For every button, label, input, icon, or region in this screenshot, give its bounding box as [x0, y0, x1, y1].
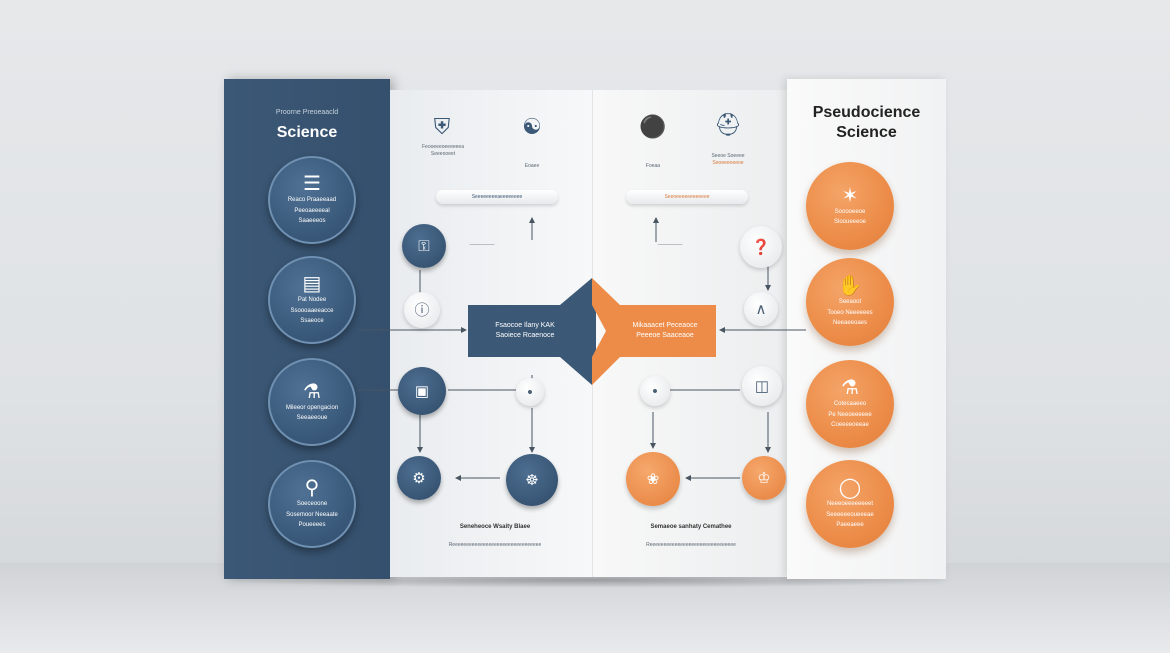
pendant-icon: ⚫	[639, 114, 667, 139]
node-box-right: ◫	[742, 366, 782, 406]
node-small-right: •	[640, 376, 670, 406]
pseudoscience-circle-2: ✋ Seeaoot Tooeo Neeeeees Neeaeeoaes	[806, 258, 894, 346]
center-left-line-1: Fsaocoe Ilany KAK	[495, 322, 555, 330]
center-fold	[592, 90, 593, 577]
pseudoscience-circle-4-label-3: Paeeaeee	[836, 522, 864, 529]
pseudoscience-circle-1-label-1: Sooooeeoe	[834, 208, 866, 215]
node-orange-globe: ❀	[626, 452, 680, 506]
node-info-right: ❓	[740, 226, 782, 268]
stethoscope-icon: ☯	[522, 114, 542, 139]
top-right-caption-line-2: Seoeeeoeeoe	[712, 159, 744, 166]
pseudoscience-title: Pseudocience	[812, 104, 921, 121]
science-circle-2-label-2: Ssoooaaeeacce	[290, 307, 334, 314]
science-circle-3-label-1: Mileeor opengacion	[285, 404, 339, 411]
pseudoscience-circle-3-label-1: Cotecaaeeo	[833, 401, 867, 408]
science-subtitle: Proorne Preoeaacld	[275, 109, 339, 116]
pseudoscience-circle-2-label-2: Tooeo Neeeeees	[827, 309, 873, 316]
science-circle-4-label-1: Soeceoone	[296, 501, 328, 508]
center-right-line-1: Mikaaacet Peceaoce	[632, 322, 698, 330]
top-right-caption: Seeoe Soeeee Seoeeeoeeoe	[692, 153, 764, 166]
pill-left: Seeeeeeeeaeeeeeeee	[436, 190, 558, 204]
ornament-icon: ❀	[646, 470, 660, 488]
center-right-line-2: Peeeoe Saaceaoe	[636, 332, 694, 339]
floor-surface	[0, 563, 1170, 653]
pseudoscience-circle-2-label-1: Seeaoot	[838, 299, 862, 306]
top-center-left-caption: Eoaee	[524, 163, 540, 169]
science-circle-2-label-1: Pat Nodee	[297, 297, 327, 304]
gear-icon: ⚙	[412, 469, 426, 487]
top-center-right-caption: Foeaa	[645, 163, 661, 169]
science-circle-1-label-2: Peeoaeeeeal	[294, 207, 330, 214]
dot-icon: •	[527, 383, 533, 401]
pill-right: Seeoeeeeeeeeeeee	[626, 190, 748, 204]
pseudoscience-title-2: Science	[836, 124, 897, 141]
box-icon: ◫	[754, 377, 770, 395]
bottom-right-caption: Reeeeeeeeeeeeeeeeeeeeeeeeeeeeeee	[646, 542, 736, 548]
science-circle-4-label-3: Poueeees	[298, 522, 326, 529]
science-circle-1-label-3: Saaeeeos	[298, 218, 326, 225]
node-database: ▣	[398, 367, 446, 415]
top-left-caption-line-1: Feooeeeoeeeeeea	[422, 144, 464, 150]
science-circle-1-label-1: Reaco Praaeeaad	[287, 197, 337, 204]
lock-icon: ⚿	[418, 237, 430, 255]
document-icon: ▤	[302, 273, 322, 296]
science-circle-4: ⚲ Soeceoone Sosemoor Neeaate Poueeees	[268, 460, 356, 548]
center-left-box: Fsaocoe Ilany KAK Saoiece Rcaenoce	[466, 305, 584, 357]
top-right-caption-line-1: Seeoe Soeeee	[711, 153, 745, 159]
node-lock: ⚿	[402, 224, 446, 268]
node-mini-right: ∧	[744, 292, 778, 326]
node-globe: ☸	[506, 454, 558, 506]
science-circle-2-label-3: Ssaeoce	[300, 318, 324, 325]
caption-b: ───────	[657, 242, 683, 248]
shield-icon: ⛨	[433, 114, 451, 139]
science-circle-1: ☰ Reaco Praaeeaad Peeoaeeeeal Saaeeeos	[268, 156, 356, 244]
pseudoscience-circle-4: ◯ Neeeoeeeeeeeet Seeeeeeoueeeae Paeeaeee	[806, 460, 894, 548]
node-orange-crown: ♔	[742, 456, 786, 500]
pseudoscience-circle-3: ⚗ Cotecaaeeo Pe Neeoeeeeee Coeeeeoeeae	[806, 360, 894, 448]
pseudoscience-circle-1-label-2: Slooueeeoe	[833, 219, 867, 225]
info-icon: ⓘ	[414, 301, 430, 319]
node-gear-cycle: ⚙	[397, 456, 441, 500]
magnifier-icon: ⚲	[304, 477, 320, 500]
center-left-line-2: Saoiece Rcaenoce	[495, 332, 555, 339]
bottom-right-title: Semaeoe sanhaty Cemathee	[650, 524, 732, 530]
lab-bottles-icon: ⚗	[303, 380, 321, 403]
database-icon: ▣	[414, 382, 430, 400]
science-circle-3-label-2: Seeaeeoue	[296, 415, 328, 421]
science-circle-2: ▤ Pat Nodee Ssoooaaeeacce Ssaeoce	[268, 256, 356, 344]
science-circle-4-label-2: Sosemoor Neeaate	[286, 511, 338, 518]
pseudoscience-circle-1: ✶ Sooooeeoe Slooueeeoe	[806, 162, 894, 250]
pseudoscience-circle-4-label-1: Neeeoeeeeeeeet	[826, 501, 874, 508]
node-small-left: •	[516, 378, 544, 406]
question-icon: ❓	[751, 238, 771, 256]
center-right-box: Mikaaacet Peceaoce Peeeoe Saaceaoe	[606, 305, 724, 357]
pseudoscience-circle-2-label-3: Neeaeeoaes	[832, 320, 868, 327]
science-title: Science	[276, 124, 338, 141]
hands-icon: ✋	[837, 275, 863, 298]
handshake-icon: ✶	[841, 184, 859, 207]
top-left-caption: Feooeeeoeeeeeea Seeeooeet	[405, 144, 481, 157]
flask-icon: ⚗	[841, 377, 859, 400]
book-icon: ☰	[303, 173, 321, 196]
caption-a: ───────	[469, 242, 495, 248]
bottom-left-title: Seneheoce Wsaity Blaee	[459, 524, 531, 530]
crown-icon: ♔	[757, 469, 771, 487]
node-info-left: ⓘ	[404, 292, 440, 328]
chart-icon: ∧	[755, 300, 767, 318]
bulb-icon: ◯	[838, 477, 862, 500]
dot-icon: •	[652, 382, 658, 400]
pseudoscience-circle-3-label-2: Pe Neeoeeeeee	[828, 411, 872, 418]
pseudoscience-circle-4-label-2: Seeeeeeoueeeae	[826, 511, 874, 518]
science-circle-3: ⚗ Mileeor opengacion Seeaeeoue	[268, 358, 356, 446]
globe-icon: ☸	[525, 471, 539, 489]
bottom-left-caption: Reeeeeeeeeeeeeeeeeeeeeeeeeeeeeeee	[448, 542, 542, 548]
pillar-icon: ⛑	[714, 112, 742, 137]
pseudoscience-circle-3-label-3: Coeeeeoeeae	[831, 422, 869, 429]
top-left-caption-line-2: Seeeooeet	[430, 150, 456, 157]
